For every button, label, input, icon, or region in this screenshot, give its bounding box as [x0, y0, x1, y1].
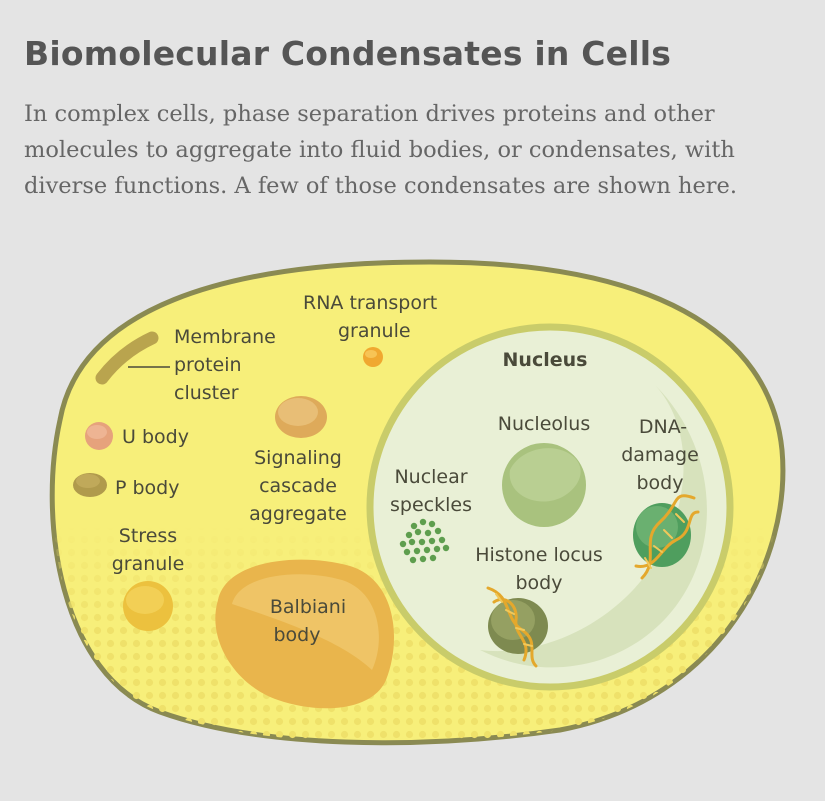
stress-granule-label-2: granule [112, 553, 185, 575]
nucleolus-label: Nucleolus [498, 413, 591, 435]
dna-damage-label-2: damage [621, 444, 699, 466]
membrane-cluster-label-3: cluster [174, 382, 239, 404]
dna-damage-label-3: body [637, 472, 684, 494]
p-body-label: P body [115, 477, 180, 499]
signaling-cascade-aggregate [275, 396, 327, 438]
p-body [73, 473, 107, 497]
dna-helix-icon [486, 586, 538, 668]
rna-transport-label-2: granule [338, 320, 411, 342]
u-body [85, 422, 113, 450]
dna-damage-label-1: DNA- [639, 416, 687, 438]
nucleus-label: Nucleus [503, 349, 588, 371]
nucleolus [502, 443, 586, 527]
stress-granule-label-1: Stress [119, 525, 177, 547]
balbiani-label-1: Balbiani [270, 596, 346, 618]
nuclear-speckles-label-1: Nuclear [394, 466, 467, 488]
histone-locus-label-1: Histone locus [475, 544, 603, 566]
balbiani-label-2: body [274, 624, 321, 646]
membrane-cluster-label-1: Membrane [174, 326, 276, 348]
signaling-label-1: Signaling [254, 447, 342, 469]
membrane-cluster-label-2: protein [174, 354, 242, 376]
rna-transport-granule [363, 347, 383, 367]
membrane-protein-cluster [95, 331, 170, 385]
u-body-label: U body [122, 426, 189, 448]
nuclear-speckles-label-2: speckles [390, 494, 472, 516]
intro-text: In complex cells, phase separation drive… [24, 101, 738, 199]
stress-granule [123, 581, 173, 631]
nuclear-speckles [399, 518, 450, 564]
dna-helix-icon [634, 494, 700, 580]
signaling-label-2: cascade [259, 475, 337, 497]
page-title: Biomolecular Condensates in Cells [24, 34, 672, 73]
histone-locus-label-2: body [516, 572, 563, 594]
balbiani-body [215, 559, 395, 709]
signaling-label-3: aggregate [249, 503, 347, 525]
rna-transport-label-1: RNA transport [303, 292, 437, 314]
